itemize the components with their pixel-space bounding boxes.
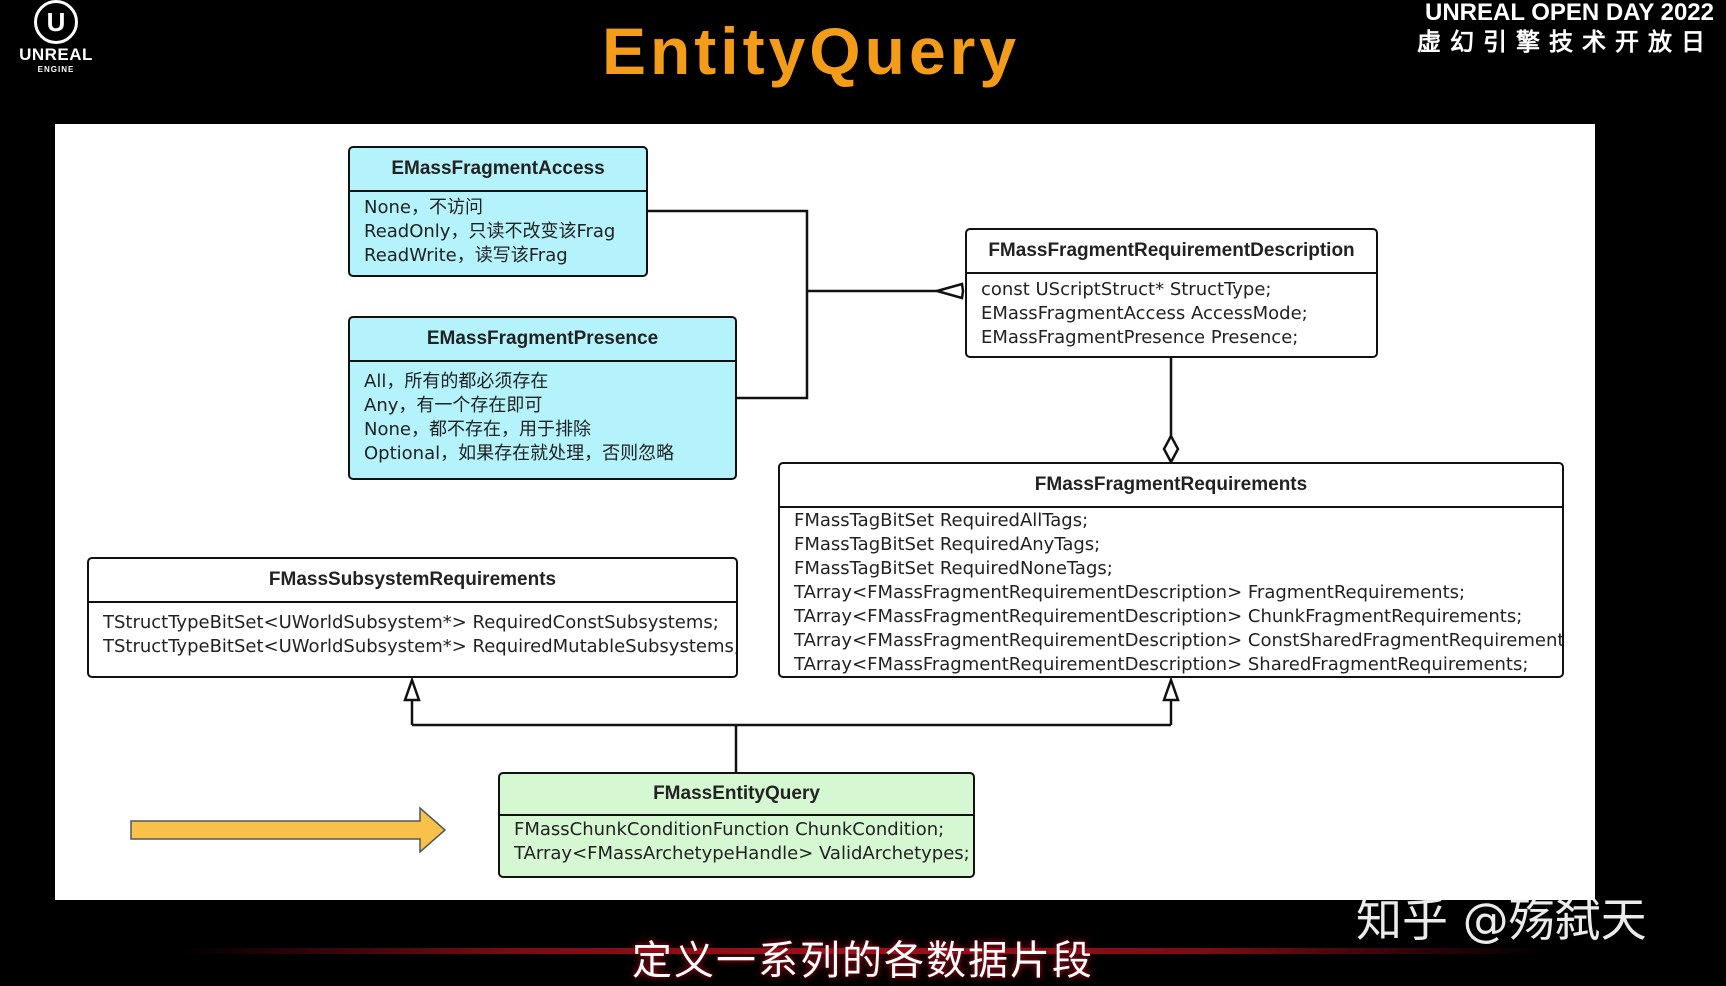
event-branding: UNREAL OPEN DAY 2022 虚幻引擎技术开放日 xyxy=(1417,0,1714,58)
enum-value: ReadWrite，读写该Frag xyxy=(364,245,568,266)
enum-value: None，都不存在，用于排除 xyxy=(364,419,591,440)
fragment-access-title: EMassFragmentAccess xyxy=(350,148,646,192)
field-line: TArray<FMassFragmentRequirementDescripti… xyxy=(794,654,1529,675)
enum-value: Any，有一个存在即可 xyxy=(364,395,543,416)
entity-query-box: FMassEntityQuery FMassChunkConditionFunc… xyxy=(498,772,975,878)
field-line: TArray<FMassFragmentRequirementDescripti… xyxy=(794,630,1564,651)
field-line: EMassFragmentPresence Presence; xyxy=(981,327,1299,348)
fragment-presence-body: All，所有的都必须存在 Any，有一个存在即可 None，都不存在，用于排除 … xyxy=(350,362,735,470)
fragment-access-box: EMassFragmentAccess None，不访问 ReadOnly，只读… xyxy=(348,146,648,277)
fragment-presence-title: EMassFragmentPresence xyxy=(350,318,735,362)
requirement-description-box: FMassFragmentRequirementDescription cons… xyxy=(965,228,1378,358)
inheritance-arrow-right xyxy=(1162,676,1180,702)
field-line: TStructTypeBitSet<UWorldSubsystem*> Requ… xyxy=(103,612,719,633)
enum-value: All，所有的都必须存在 xyxy=(364,371,549,392)
field-line: TArray<FMassFragmentRequirementDescripti… xyxy=(794,606,1523,627)
pointer-arrow-icon xyxy=(130,806,447,854)
zhihu-watermark: 知乎 @殇弑天 xyxy=(1356,893,1647,947)
subsystem-requirements-body: TStructTypeBitSet<UWorldSubsystem*> Requ… xyxy=(89,603,736,663)
subtitle-glow-bar xyxy=(180,948,1546,954)
field-line: FMassTagBitSet RequiredNoneTags; xyxy=(794,558,1113,579)
slide-title: EntityQuery xyxy=(601,14,1021,88)
field-line: TArray<FMassArchetypeHandle> ValidArchet… xyxy=(514,843,970,864)
inheritance-arrow-left xyxy=(403,676,421,702)
fragment-presence-box: EMassFragmentPresence All，所有的都必须存在 Any，有… xyxy=(348,316,737,480)
subsystem-requirements-title: FMassSubsystemRequirements xyxy=(89,559,736,603)
aggregation-diamond xyxy=(932,282,965,300)
diagram-slide: EMassFragmentAccess None，不访问 ReadOnly，只读… xyxy=(55,124,1595,900)
field-line: const UScriptStruct* StructType; xyxy=(981,279,1272,300)
connector-lines xyxy=(130,209,1180,854)
logo-subword: ENGINE xyxy=(37,65,75,74)
entity-query-title: FMassEntityQuery xyxy=(500,774,973,816)
entity-query-body: FMassChunkConditionFunction ChunkConditi… xyxy=(500,816,973,870)
event-name-cn: 虚幻引擎技术开放日 xyxy=(1417,28,1714,56)
field-line: FMassChunkConditionFunction ChunkConditi… xyxy=(514,819,945,840)
enum-value: None，不访问 xyxy=(364,197,483,218)
enum-value: Optional，如果存在就处理，否则忽略 xyxy=(364,443,675,464)
enum-value: ReadOnly，只读不改变该Frag xyxy=(364,221,616,242)
unreal-logo-icon: U xyxy=(34,0,78,44)
requirements-diamond xyxy=(1162,433,1180,465)
requirement-description-body: const UScriptStruct* StructType; EMassFr… xyxy=(967,274,1376,354)
unreal-engine-logo: U UNREAL ENGINE xyxy=(8,0,104,74)
logo-wordmark: UNREAL xyxy=(19,45,93,64)
field-line: FMassTagBitSet RequiredAnyTags; xyxy=(794,534,1101,555)
event-name: UNREAL OPEN DAY 2022 xyxy=(1424,0,1714,26)
field-line: TStructTypeBitSet<UWorldSubsystem*> Requ… xyxy=(103,636,738,657)
field-line: TArray<FMassFragmentRequirementDescripti… xyxy=(794,582,1466,603)
presence-connector xyxy=(737,291,809,400)
field-line: EMassFragmentAccess AccessMode; xyxy=(981,303,1308,324)
fragment-requirements-body: FMassTagBitSet RequiredAllTags; FMassTag… xyxy=(780,508,1564,676)
subsystem-requirements-box: FMassSubsystemRequirements TStructTypeBi… xyxy=(87,557,738,678)
video-subtitle: 定义一系列的各数据片段 xyxy=(632,938,1094,984)
access-connector xyxy=(648,209,809,291)
fragment-requirements-title: FMassFragmentRequirements xyxy=(780,464,1562,508)
fragment-access-body: None，不访问 ReadOnly，只读不改变该Frag ReadWrite，读… xyxy=(350,192,646,272)
fragment-requirements-box: FMassFragmentRequirements FMassTagBitSet… xyxy=(778,462,1564,678)
field-line: FMassTagBitSet RequiredAllTags; xyxy=(794,510,1089,531)
requirement-description-title: FMassFragmentRequirementDescription xyxy=(967,230,1376,274)
